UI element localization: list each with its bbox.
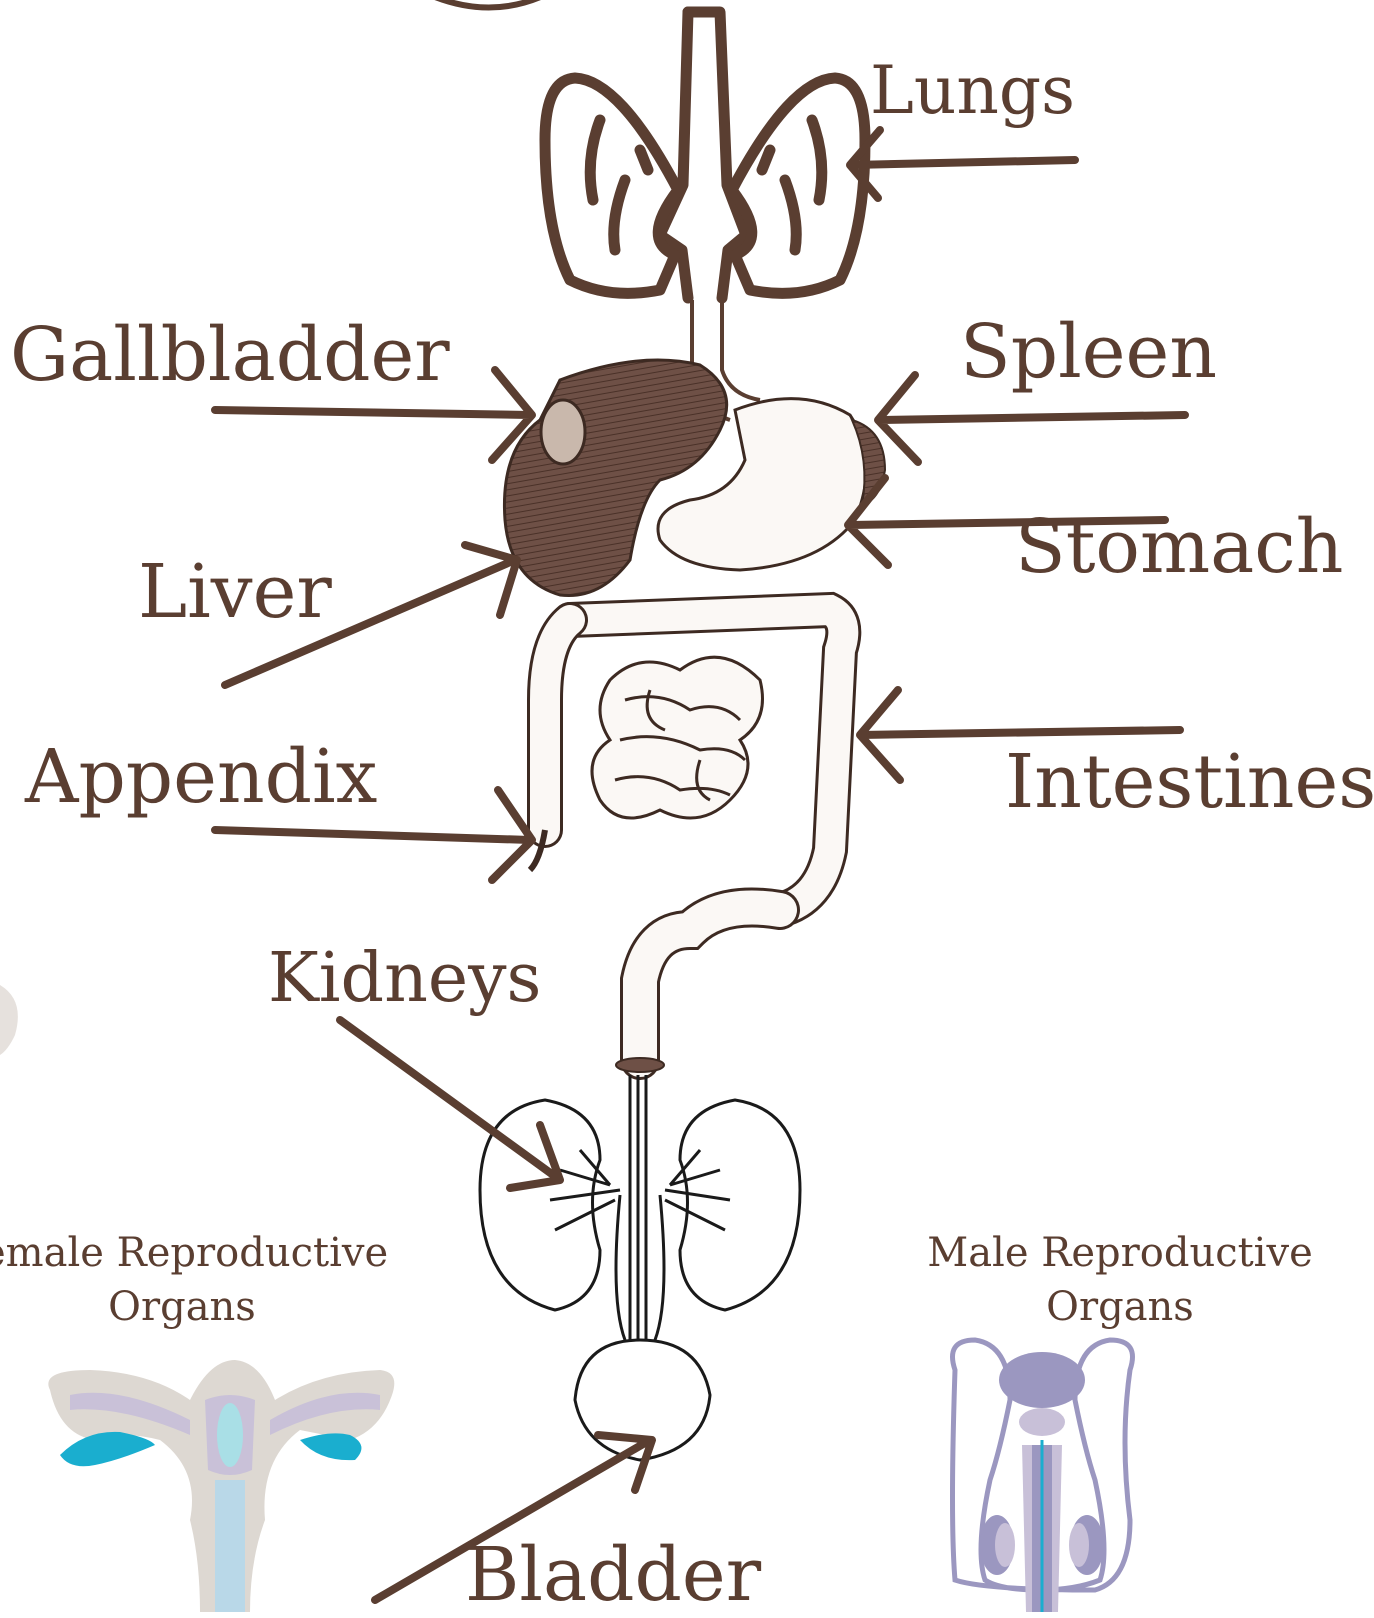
female-reproductive-icon [48, 1360, 394, 1612]
label-lungs: Lungs [870, 58, 1075, 124]
label-stomach: Stomach [1015, 510, 1343, 584]
rectum-ring [616, 1058, 664, 1072]
label-female-reproductive: emale Reproductive Organs [0, 1226, 382, 1334]
label-bladder: Bladder [465, 1538, 761, 1612]
label-intestines: Intestines [1005, 745, 1374, 819]
male-reproductive-icon [953, 1340, 1133, 1612]
female-label-line1: emale Reproductive [0, 1226, 382, 1280]
male-label-line2: Organs [920, 1280, 1320, 1334]
female-label-line2: Organs [0, 1280, 382, 1334]
lungs-arrow [850, 130, 1075, 198]
gallbladder-illustration [541, 400, 585, 464]
label-liver: Liver [138, 555, 332, 629]
label-kidneys: Kidneys [268, 945, 541, 1013]
intestines-illustration [530, 610, 843, 1060]
label-male-reproductive: Male Reproductive Organs [920, 1226, 1320, 1334]
top-circle-fragment [430, 0, 545, 8]
label-spleen: Spleen [960, 315, 1217, 389]
male-label-line1: Male Reproductive [920, 1226, 1320, 1280]
label-appendix: Appendix [25, 740, 377, 814]
lungs-illustration [545, 12, 865, 298]
kidneys-illustration [480, 1075, 800, 1460]
label-gallbladder: Gallbladder [10, 318, 450, 392]
left-faint-shape [0, 985, 18, 1055]
